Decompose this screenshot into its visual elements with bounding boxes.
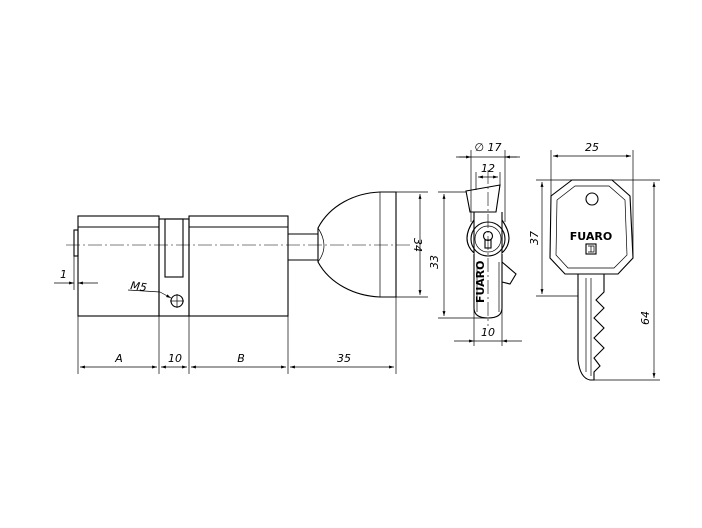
dim-thread: M5 (127, 279, 172, 299)
profile-brand-mark: FUARO (474, 261, 487, 303)
dim-profile-width-label: 12 (481, 162, 495, 175)
thumb-turn (317, 191, 397, 298)
cylinder-left-face (73, 229, 79, 257)
cylinder-right-body (188, 215, 289, 317)
dim-profile-width: 12 (475, 162, 501, 190)
key-head (549, 179, 634, 275)
dim-key-width: 25 (550, 141, 634, 258)
cylinder-side-view (66, 191, 410, 317)
dim-chain-bottom: A 10 B 35 (77, 297, 397, 374)
cylinder-left-body (77, 215, 160, 317)
dim-diameter: ∅ 17 (456, 141, 520, 222)
dim-thread-label: M5 (130, 279, 148, 294)
profile-tab (501, 261, 517, 285)
cam (164, 218, 184, 278)
key-blade (577, 274, 605, 381)
key-view: FUARO (549, 179, 634, 381)
cam-section (158, 218, 190, 317)
dim-diameter-label: ∅ 17 (474, 141, 501, 154)
cylinder-profile-view: FUARO (465, 170, 517, 326)
dim-key-length: 64 (594, 179, 660, 381)
dim-knob-height: 34 (396, 191, 428, 298)
key-hole (585, 192, 599, 206)
dim-cam-label: 10 (168, 352, 182, 365)
dim-knob-label: 35 (337, 352, 351, 365)
dim-key-head-height-label: 37 (528, 231, 541, 245)
dim-profile-bottom-label: 10 (481, 326, 495, 339)
profile-cam (465, 184, 501, 213)
dim-key-length-label: 64 (639, 311, 652, 325)
dim-knob-height-label: 34 (411, 238, 424, 252)
dim-body-height: 33 (428, 191, 488, 319)
dim-body-height-label: 33 (428, 255, 441, 269)
dim-a-label: A (114, 352, 123, 365)
dim-b-label: B (237, 352, 245, 365)
dim-offset: 1 (54, 256, 98, 290)
dim-key-head-height: 37 (528, 179, 578, 297)
dim-offset-label: 1 (60, 268, 67, 281)
dim-key-width-label: 25 (585, 141, 599, 154)
key-logo-square (585, 243, 597, 255)
key-brand-mark: FUARO (570, 230, 612, 243)
dim-profile-bottom: 10 (454, 308, 522, 346)
